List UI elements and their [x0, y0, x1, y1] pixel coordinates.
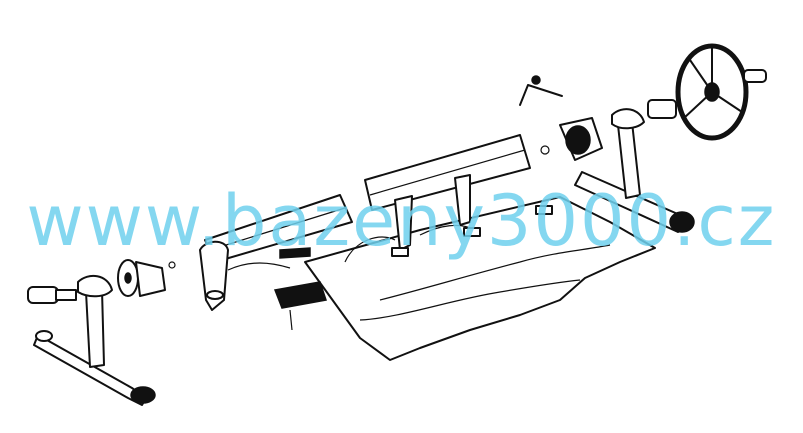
cover-straps	[273, 205, 553, 331]
left-stand	[33, 274, 156, 406]
middle-tube-section	[344, 134, 531, 263]
pool-cover-sheet	[304, 196, 656, 361]
right-gear-hub	[519, 75, 603, 161]
hand-wheel	[675, 43, 767, 141]
watermark: www.bazeny3000.cz	[26, 180, 777, 262]
left-tube-section	[199, 194, 353, 311]
right-stand	[574, 99, 695, 233]
left-crank-cap	[27, 259, 176, 304]
